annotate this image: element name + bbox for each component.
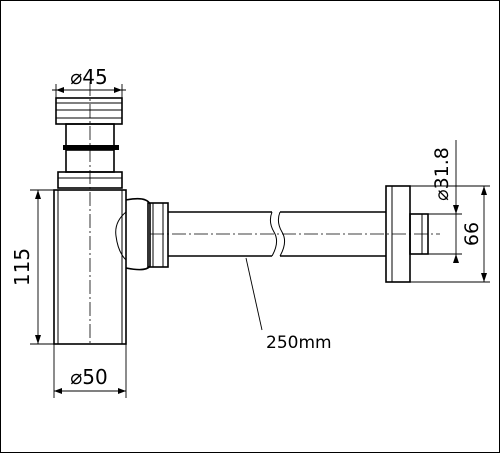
right-height-label: 66 xyxy=(461,222,483,246)
top-diameter-label: ⌀45 xyxy=(70,65,108,89)
bottom-diameter-label: ⌀50 xyxy=(70,365,108,389)
wall-flange xyxy=(385,185,429,283)
rubber-seal-ring xyxy=(63,145,119,150)
dim-right-diameter xyxy=(428,140,462,263)
dim-right-height xyxy=(410,185,490,283)
lower-tailpiece xyxy=(57,149,123,189)
dim-pipe-length xyxy=(245,257,263,331)
right-diameter-label: ⌀31.8 xyxy=(431,147,453,201)
pipe-length-label: 250mm xyxy=(266,333,332,353)
horizontal-pipe xyxy=(168,211,386,257)
dim-left-height xyxy=(30,189,54,345)
left-height-label: 115 xyxy=(10,248,34,286)
dim-bottom-diameter xyxy=(53,344,127,398)
dim-top-diameter xyxy=(52,84,126,98)
outlet-elbow xyxy=(115,197,169,271)
